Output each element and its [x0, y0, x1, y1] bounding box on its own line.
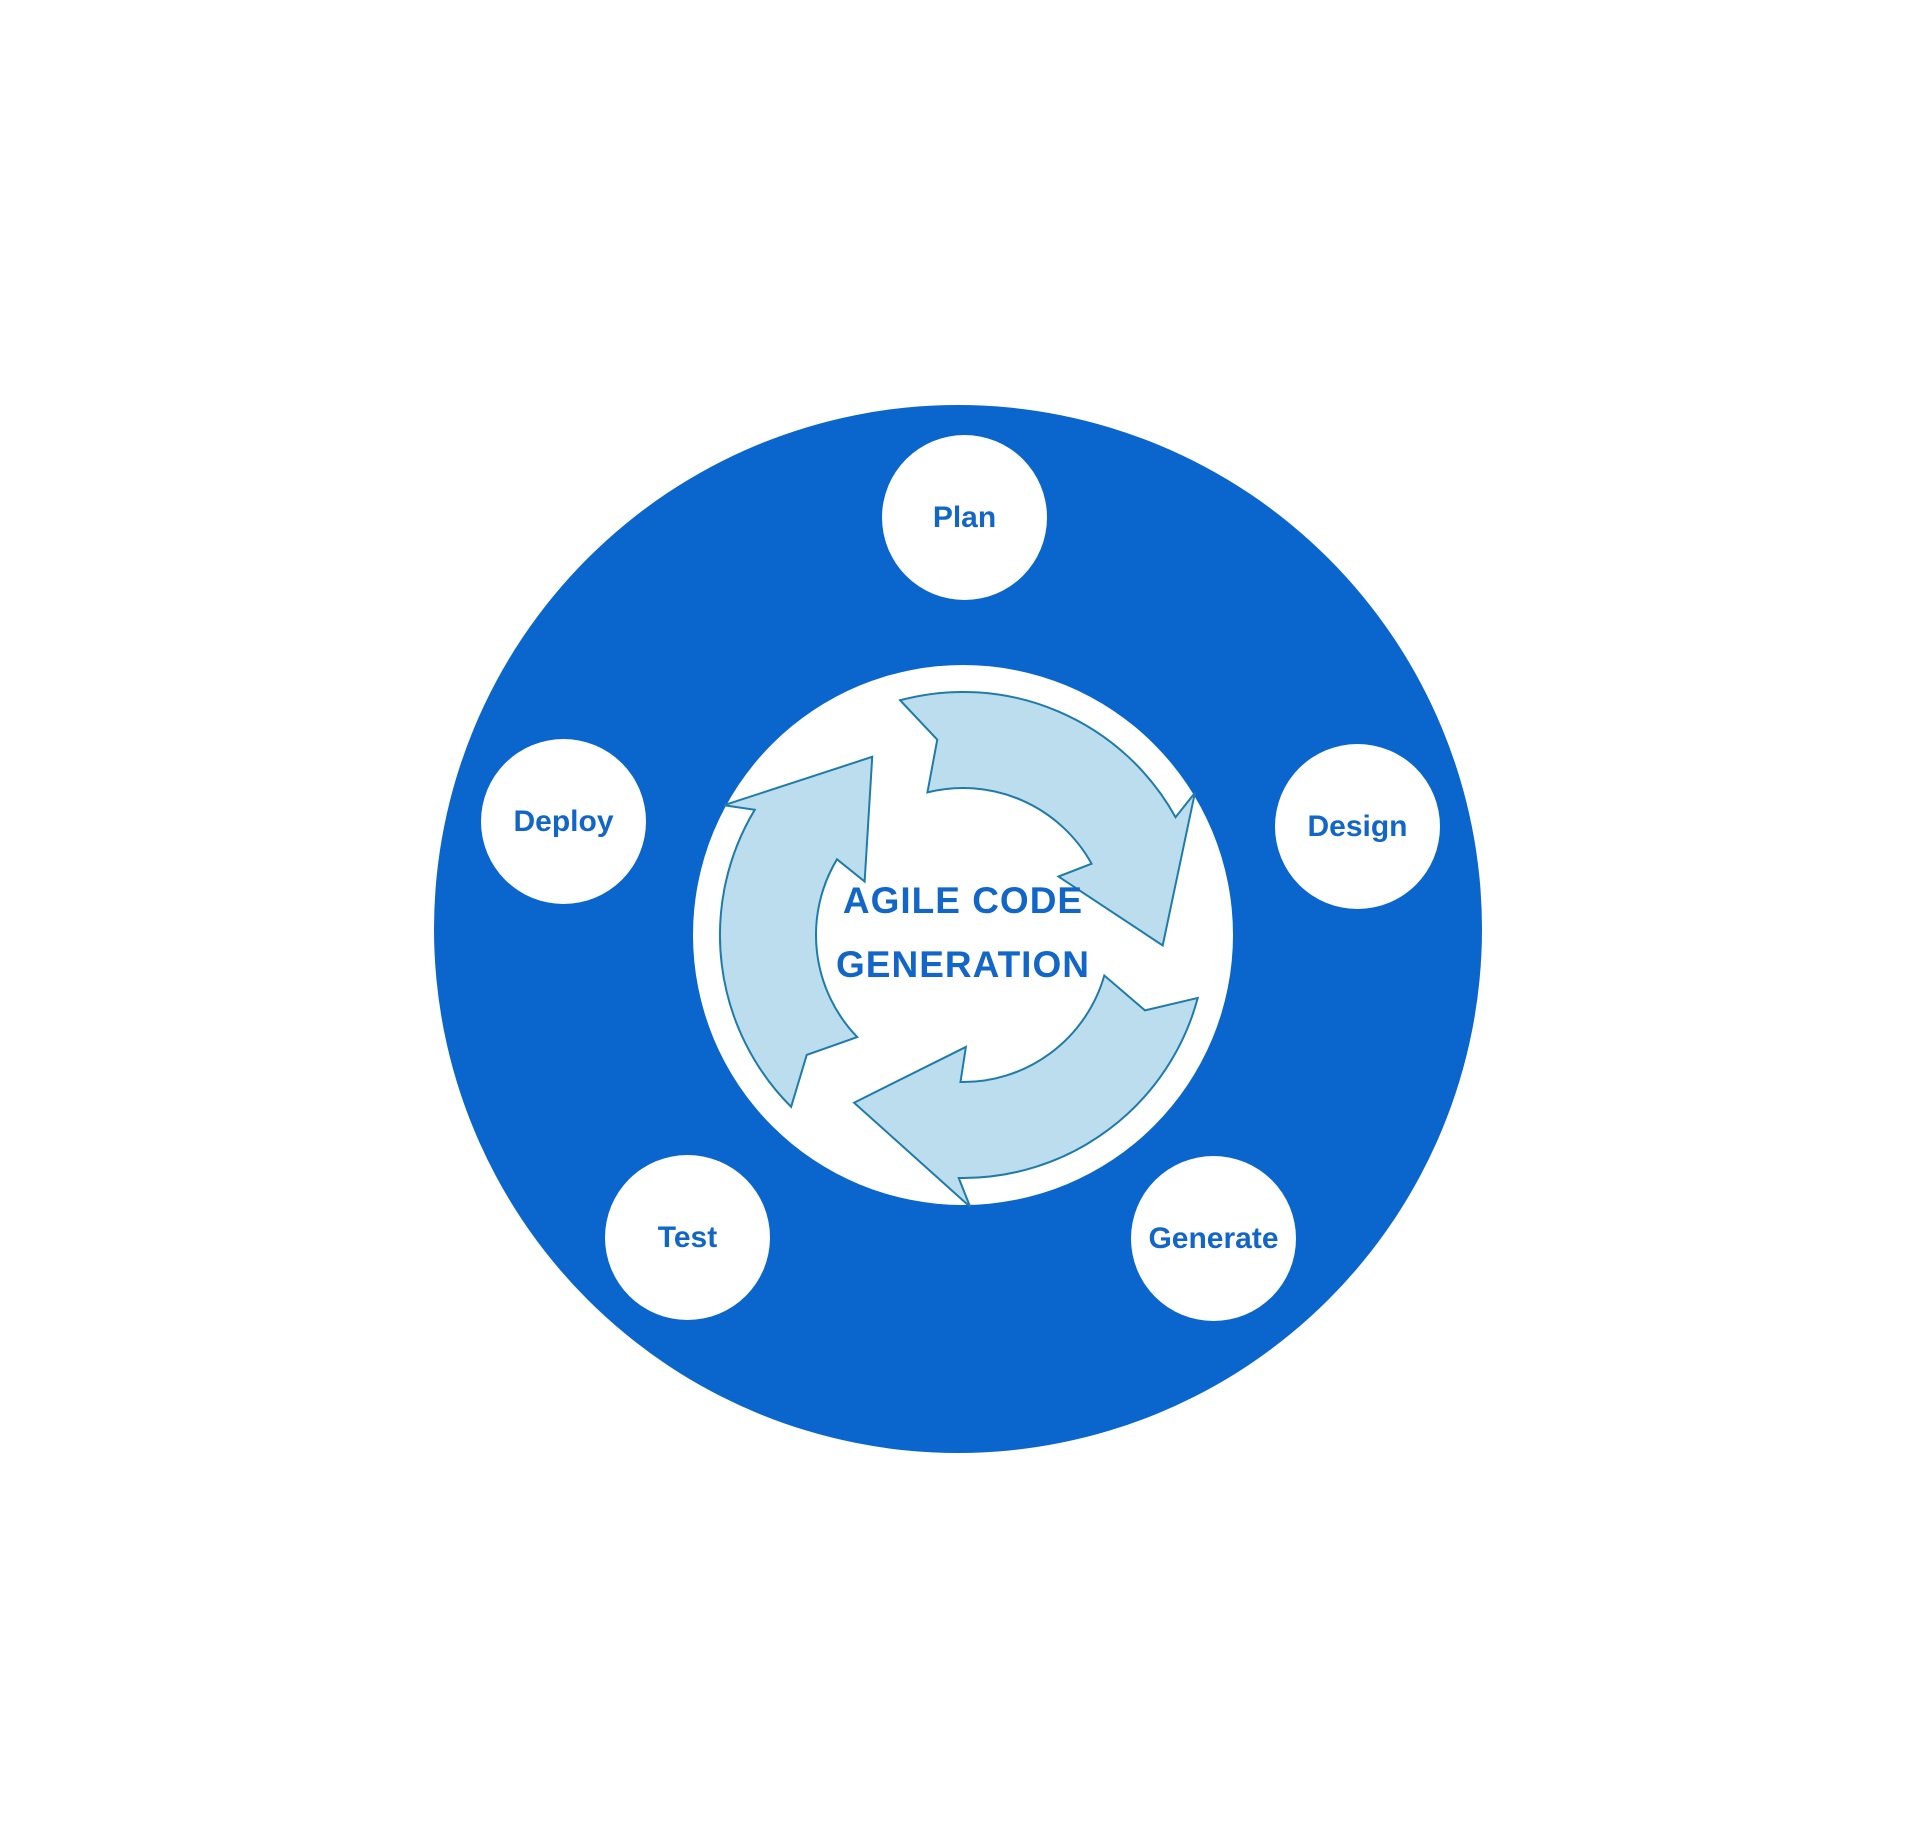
cycle-arrow-segment — [852, 973, 1200, 1208]
stage-circle-design: Design — [1275, 744, 1440, 909]
stage-label-deploy: Deploy — [513, 804, 614, 838]
stage-circle-deploy: Deploy — [481, 739, 646, 904]
cycle-arrow-segment — [718, 755, 874, 1109]
stage-circle-test: Test — [605, 1155, 770, 1320]
stage-label-plan: Plan — [932, 500, 997, 534]
cycle-arrows-icon — [693, 665, 1233, 1208]
stage-label-generate: Generate — [1148, 1221, 1279, 1255]
cycle-arrow-segment — [898, 690, 1196, 948]
stage-label-test: Test — [657, 1220, 718, 1254]
diagram-title: AGILE CODE GENERATION — [713, 869, 1213, 997]
stage-circle-plan: Plan — [882, 435, 1047, 600]
stage-label-design: Design — [1307, 809, 1408, 843]
diagram-title-line1: AGILE CODE — [842, 880, 1084, 921]
diagram-title-line2: GENERATION — [836, 944, 1090, 985]
stage-circle-generate: Generate — [1131, 1156, 1296, 1321]
